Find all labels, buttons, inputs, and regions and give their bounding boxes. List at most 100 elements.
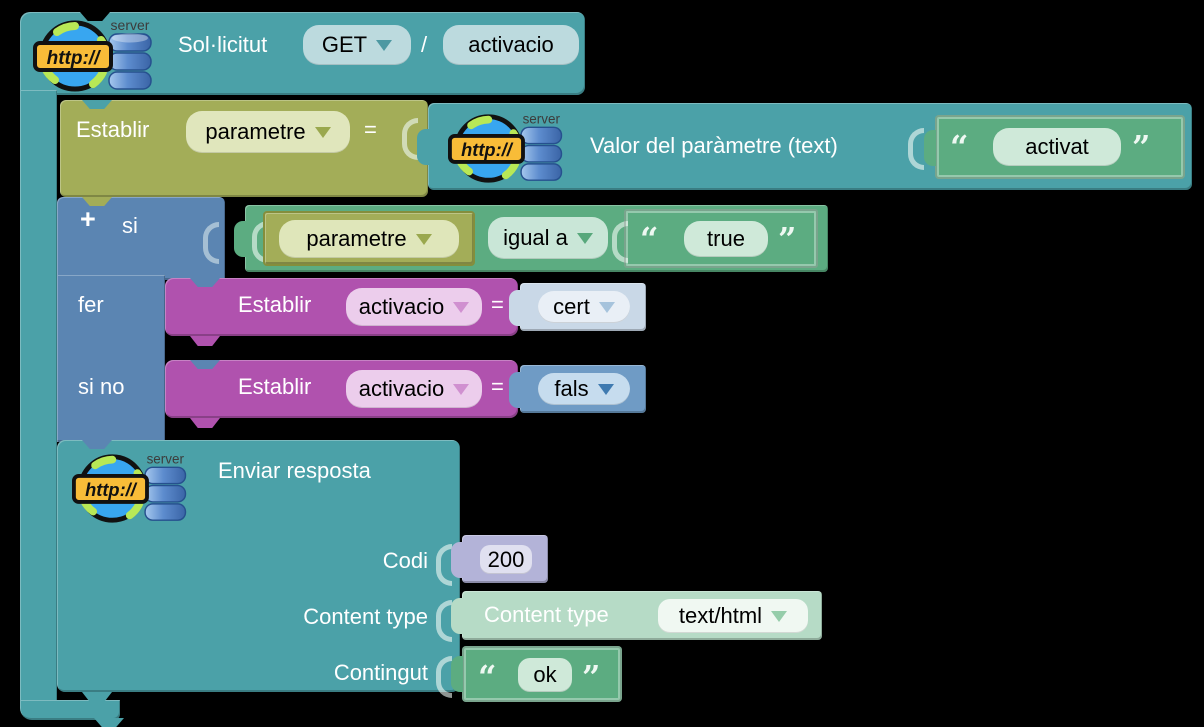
string-value: ok [533, 662, 557, 687]
stack-notch [190, 360, 220, 369]
server-icon-label: server [111, 17, 150, 33]
route-slash: / [421, 32, 428, 57]
response-title: Enviar resposta [218, 458, 371, 483]
value-socket [908, 128, 924, 170]
content-type-inner-label: Content type [484, 602, 609, 627]
activacio-dropdown[interactable]: activacio [346, 370, 482, 408]
method-dropdown[interactable]: GET [303, 25, 411, 65]
value-tab [451, 542, 463, 578]
value-socket [436, 656, 452, 698]
content-type-value: text/html [678, 603, 763, 628]
boolean-value: cert [553, 294, 590, 319]
value-socket [612, 221, 628, 263]
code-input[interactable]: 200 [480, 545, 532, 574]
close-quote: ” [582, 658, 601, 696]
activacio-value: activacio [358, 294, 445, 319]
parametre-value: parametre [205, 119, 306, 144]
route-value: activacio [468, 32, 554, 57]
variable-value: parametre [306, 226, 407, 251]
activacio-dropdown[interactable]: activacio [346, 288, 482, 326]
request-top-notch [80, 12, 110, 21]
param-value-label: Valor del paràmetre (text) [590, 133, 838, 158]
if-mutator-plus[interactable]: + [80, 204, 96, 234]
value-socket [402, 118, 418, 160]
stack-notch [190, 278, 220, 287]
condition-socket [203, 222, 219, 264]
http-badge-label: http:// [461, 139, 514, 160]
http-server-icon: server http:// [33, 17, 152, 92]
equals-label: = [491, 292, 504, 317]
activacio-value: activacio [358, 376, 445, 401]
chevron-down-icon [376, 39, 393, 51]
string-value: true [707, 226, 745, 251]
equals-label: = [364, 117, 377, 142]
chevron-down-icon [453, 383, 470, 395]
content-label: Contingut [333, 660, 428, 685]
chevron-down-icon [597, 383, 614, 395]
close-quote: ” [778, 220, 797, 258]
stack-notch [82, 197, 112, 206]
value-tab [451, 598, 463, 634]
http-badge-label: http:// [85, 479, 138, 500]
operator-dropdown[interactable]: igual a [488, 217, 608, 259]
close-quote: ” [1132, 128, 1151, 166]
value-tab [509, 290, 521, 326]
string-block-activat[interactable] [924, 115, 1185, 179]
stack-notch [82, 100, 112, 109]
parametre-dropdown[interactable]: parametre [186, 111, 350, 153]
next-notch [82, 692, 112, 702]
do-label: fer [78, 292, 104, 317]
chevron-down-icon [415, 233, 432, 245]
value-socket [252, 221, 268, 263]
http-request-block-spine[interactable] [20, 90, 57, 705]
boolean-dropdown[interactable]: cert [538, 291, 630, 323]
chevron-down-icon [576, 232, 593, 244]
http-badge-icon [448, 134, 525, 164]
if-block-spine[interactable] [57, 275, 165, 442]
value-tab [234, 221, 246, 257]
value-tab [417, 129, 429, 165]
string-input[interactable]: true [684, 221, 768, 257]
chevron-down-icon [453, 301, 470, 313]
content-type-dropdown[interactable]: text/html [658, 599, 808, 633]
variable-dropdown[interactable]: parametre [279, 220, 459, 258]
server-icon-label: server [523, 111, 561, 126]
set-label: Establir [238, 292, 312, 317]
else-label: si no [78, 374, 125, 399]
http-server-icon: server http:// [72, 451, 187, 523]
boolean-dropdown[interactable]: fals [538, 373, 630, 405]
string-input[interactable]: activat [993, 128, 1121, 166]
request-title: Sol·licitut [178, 32, 268, 57]
open-quote: “ [950, 128, 969, 166]
value-socket [436, 600, 452, 642]
string-value: activat [1025, 134, 1089, 159]
code-label: Codi [382, 548, 428, 573]
content-type-label: Content type [303, 604, 428, 629]
code-value: 200 [487, 546, 525, 572]
string-input[interactable]: ok [518, 658, 572, 692]
http-badge-label: http:// [47, 48, 101, 69]
if-block-header[interactable] [57, 197, 225, 280]
route-input[interactable]: activacio [443, 25, 579, 65]
next-notch [190, 418, 220, 428]
server-icon-label: server [147, 451, 185, 466]
set-label: Establir [238, 374, 312, 399]
http-server-icon: server http:// [448, 111, 563, 183]
operator-value: igual a [503, 225, 568, 250]
stack-notch [82, 440, 112, 449]
server-cylinder-icon [108, 33, 152, 90]
next-notch [190, 336, 220, 346]
value-tab [924, 130, 936, 166]
equals-label: = [491, 374, 504, 399]
method-value: GET [321, 32, 368, 57]
set-label: Establir [76, 117, 150, 142]
chevron-down-icon [598, 301, 615, 313]
http-badge-icon [72, 474, 149, 504]
chevron-down-icon [771, 610, 788, 622]
value-tab [451, 656, 463, 692]
value-tab [509, 372, 521, 408]
http-request-block-foot[interactable] [20, 700, 120, 720]
http-badge-icon [33, 41, 113, 72]
open-quote: “ [478, 658, 497, 696]
